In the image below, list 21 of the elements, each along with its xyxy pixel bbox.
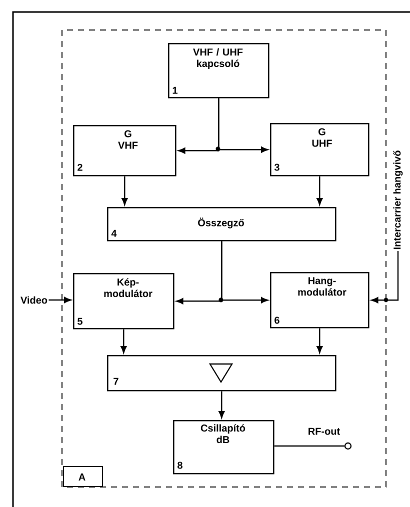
arrow [48,296,72,304]
summing-box: Összegző 4 [107,207,336,242]
arrow [122,176,128,206]
generator-box: G UHF 3 [270,123,370,176]
attenuator-box: Csillapító dB 8 [173,420,274,474]
terminal-label: RF-out [308,428,340,435]
input-label: Intercarrier hangvivő [393,150,403,250]
amplifier-box: 7 [107,355,336,392]
generator-box: G VHF 2 [73,125,176,176]
arrow [371,250,399,304]
arrow [120,329,127,354]
arrow [218,391,225,418]
arrow [316,176,323,206]
arrow [316,328,323,354]
arrow [218,241,268,304]
arrow [216,98,268,153]
modulator-box: Hang- modulátor 6 [270,272,370,328]
modulator-box: Kép- modulátor 5 [73,273,174,330]
input-label: Video [20,296,48,304]
output-terminal [344,442,352,450]
switch-box: VHF / UHF kapcsoló 1 [168,43,270,98]
